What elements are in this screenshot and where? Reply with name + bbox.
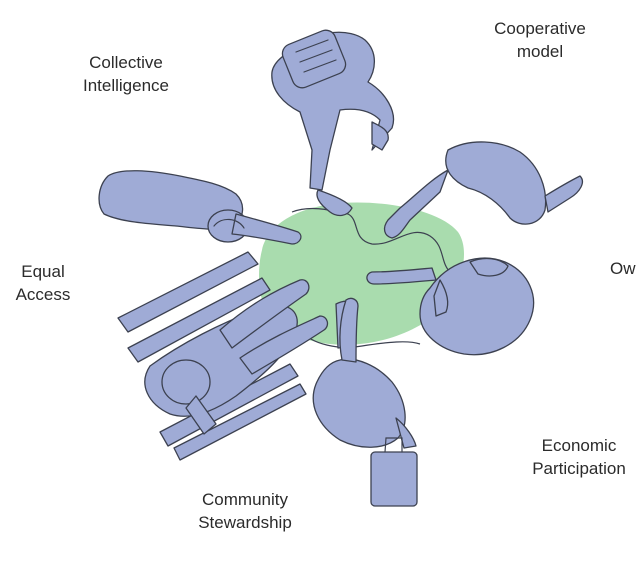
label-community-stewardship: Community Stewardship (198, 490, 292, 532)
person-left-icon (98, 170, 302, 245)
wheelchair-user-icon (117, 251, 329, 461)
label-economic-participation: Economic Participation (532, 436, 626, 478)
label-equal-access: Equal Access (15, 262, 71, 304)
shared-table (259, 202, 465, 345)
label-ownership-partial: Ow (610, 259, 636, 278)
person-bottom-icon (312, 297, 417, 449)
label-cooperative-model: Cooperative model (494, 19, 586, 61)
person-upper-right-icon (383, 141, 584, 239)
person-top-icon (271, 29, 395, 217)
label-collective-intelligence: Collective Intelligence (82, 53, 169, 95)
table-outline-cord-lower (299, 329, 421, 348)
person-right-icon (366, 257, 535, 356)
suitcase-icon (370, 437, 418, 507)
